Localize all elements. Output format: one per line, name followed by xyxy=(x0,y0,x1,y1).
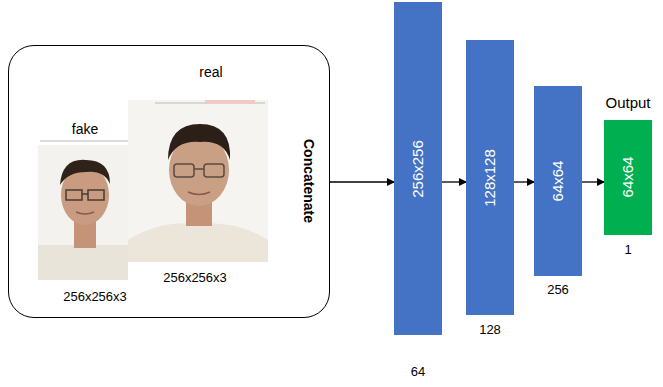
conv-layer: 64x64256 xyxy=(534,86,582,276)
channel-count: 1 xyxy=(624,242,631,258)
conv-layer: 128x128128 xyxy=(466,40,514,315)
image-label: real xyxy=(199,64,222,81)
conv-layer: 256x25664 xyxy=(394,2,442,335)
image-label: fake xyxy=(72,121,98,138)
real-face-image xyxy=(128,100,268,262)
arrow-connector xyxy=(442,181,466,182)
output-label: Output xyxy=(605,94,650,112)
layer-size: 256x256 xyxy=(409,140,427,198)
image-size: 256x256x3 xyxy=(163,270,227,286)
layer-size: 64x64 xyxy=(619,157,637,198)
layer-size: 128x128 xyxy=(481,149,499,207)
arrow-connector xyxy=(514,181,534,182)
channel-count: 256 xyxy=(547,282,569,298)
image-size: 256x256x3 xyxy=(63,289,127,305)
arrow-connector xyxy=(330,181,394,182)
concatenate-label: Concatenate xyxy=(301,139,318,223)
input-group: fake 256x256x3 real 256x256x3 Concatenate xyxy=(8,45,330,318)
channel-count: 128 xyxy=(479,322,501,338)
output-layer: Output64x641 xyxy=(604,120,652,235)
channel-count: 64 xyxy=(411,364,425,380)
arrow-connector xyxy=(582,181,604,182)
layer-size: 64x64 xyxy=(549,161,567,202)
fake-face-image xyxy=(38,141,128,280)
